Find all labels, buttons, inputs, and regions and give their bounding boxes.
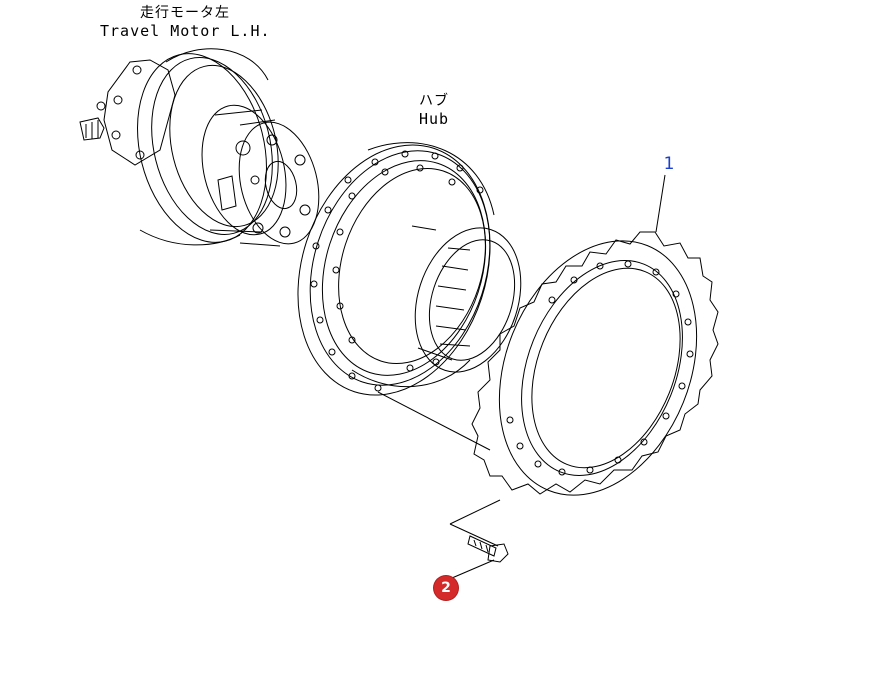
bolt-drawing [468, 536, 508, 562]
hub-drawing [267, 120, 538, 420]
leader-lines [378, 175, 665, 578]
sprocket-drawing [463, 211, 732, 525]
travel-motor-drawing [80, 40, 331, 256]
travel-motor-label-jp: 走行モータ左 [140, 5, 230, 21]
travel-motor-label-en: Travel Motor L.H. [100, 22, 271, 40]
hub-label-en: Hub [418, 110, 450, 128]
callout-bolt-badge[interactable]: 2 [434, 576, 458, 600]
callout-sprocket-number[interactable]: 1 [663, 154, 675, 174]
hub-label-jp: ハブ [419, 93, 449, 109]
